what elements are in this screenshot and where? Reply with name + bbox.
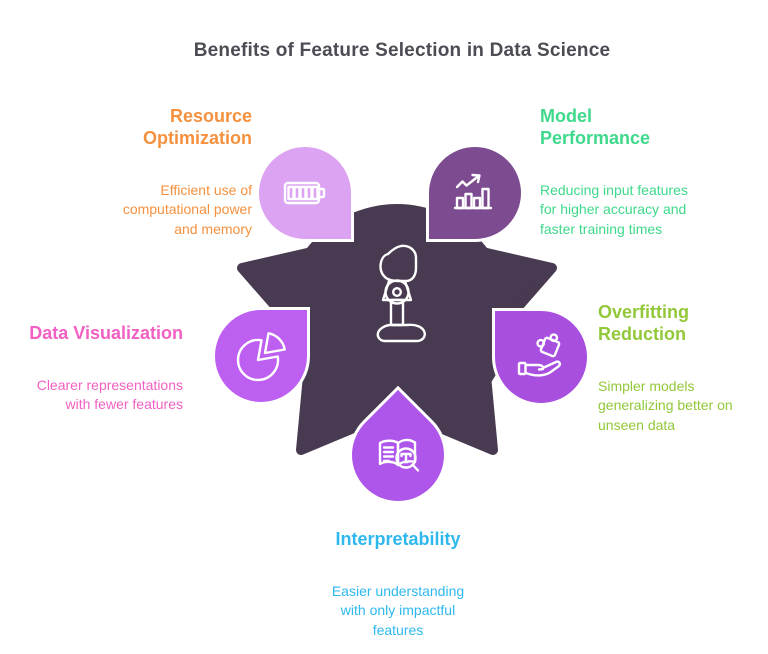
bubble-resource-optimization bbox=[256, 144, 354, 242]
pie-chart-icon bbox=[236, 332, 286, 382]
benefit-heading-data-visualization: Data Visualization bbox=[29, 323, 183, 343]
benefit-heading-resource-optimization: Resource Optimization bbox=[143, 106, 252, 148]
page-title: Benefits of Feature Selection in Data Sc… bbox=[193, 40, 611, 61]
benefit-block-overfitting-reduction: Overfitting Reduction Simpler models gen… bbox=[598, 284, 733, 453]
benefit-block-interpretability: Interpretability Easier understanding wi… bbox=[288, 511, 508, 654]
bubble-data-visualization bbox=[212, 307, 310, 405]
bubble-overfitting-reduction bbox=[492, 308, 590, 406]
benefit-description-model-performance: Reducing input features for higher accur… bbox=[540, 181, 688, 237]
benefit-description-resource-optimization: Efficient use of computational power and… bbox=[122, 181, 252, 237]
prosthetic-leg-icon bbox=[376, 244, 426, 343]
benefit-block-model-performance: Model Performance Reducing input feature… bbox=[540, 88, 688, 257]
benefit-heading-model-performance: Model Performance bbox=[540, 106, 651, 148]
benefit-block-resource-optimization: Resource Optimization Efficient use of c… bbox=[123, 88, 252, 257]
battery-icon bbox=[283, 181, 326, 205]
benefit-heading-interpretability: Interpretability bbox=[335, 529, 461, 549]
bubble-interpretability bbox=[328, 385, 468, 525]
puzzle-hand-icon bbox=[517, 333, 561, 377]
bar-chart-icon bbox=[453, 173, 493, 210]
benefit-description-overfitting-reduction: Simpler models generalizing better on un… bbox=[598, 377, 733, 433]
benefit-description-data-visualization: Clearer representations with fewer featu… bbox=[36, 376, 183, 413]
benefit-description-interpretability: Easier understanding with only impactful… bbox=[331, 582, 465, 638]
benefit-block-data-visualization: Data Visualization Clearer representatio… bbox=[29, 305, 183, 433]
book-magnifier-icon bbox=[378, 438, 420, 472]
benefit-heading-overfitting-reduction: Overfitting Reduction bbox=[598, 302, 690, 344]
bubble-model-performance bbox=[426, 144, 524, 242]
